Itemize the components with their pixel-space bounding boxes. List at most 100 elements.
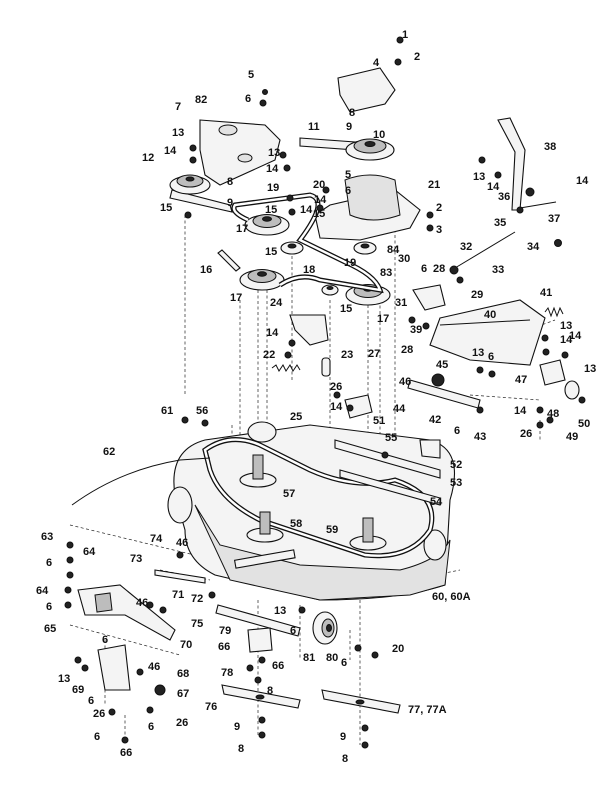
baffle-54 — [339, 469, 441, 506]
callout: 46 — [399, 376, 411, 388]
idler-pulley-84 — [353, 241, 377, 255]
callout: 54 — [430, 496, 443, 508]
callout: 52 — [450, 459, 462, 471]
callout: 15 — [265, 246, 277, 258]
callout: 10 — [373, 129, 385, 141]
callout: 13 — [472, 347, 484, 359]
callout: 58 — [290, 518, 302, 530]
callout: 14 — [330, 401, 343, 413]
callout: 14 — [560, 334, 573, 346]
callout: 13 — [172, 127, 184, 139]
callout: 15 — [160, 202, 172, 214]
callout: 28 — [433, 263, 445, 275]
callout: 19 — [344, 257, 356, 269]
callout: 6 — [421, 263, 427, 275]
callout: 12 — [142, 152, 154, 164]
callout: 81 — [303, 652, 315, 664]
wheel-49 — [564, 380, 580, 400]
lift-frame-40 — [429, 299, 546, 366]
callout: 6 — [102, 634, 108, 646]
callout: 32 — [460, 241, 472, 253]
hanger-assembly-70 — [77, 584, 176, 641]
callout: 2 — [414, 51, 420, 63]
callout: 8 — [267, 685, 273, 697]
callout: 4 — [373, 57, 380, 69]
callout: 71 — [172, 589, 184, 601]
callout: 25 — [290, 411, 302, 423]
callout: 67 — [177, 688, 189, 700]
callout: 49 — [566, 431, 578, 443]
bracket-69 — [97, 644, 131, 691]
callout: 13 — [58, 673, 70, 685]
callout: 26 — [330, 381, 342, 393]
callout: 31 — [395, 297, 407, 309]
callout: 43 — [474, 431, 486, 443]
callout: 60, 60A — [432, 591, 471, 603]
baffle-53 — [334, 439, 441, 479]
callout: 11 — [308, 121, 320, 133]
link-bar-16 — [217, 249, 241, 272]
gauge-wheel-81 — [312, 611, 338, 645]
callout: 55 — [385, 432, 397, 444]
callout: 66 — [218, 641, 230, 653]
callout: 14 — [266, 163, 279, 175]
callout: 14 — [487, 181, 500, 193]
callout: 20 — [392, 643, 404, 655]
link-73 — [154, 569, 206, 584]
callout: 13 — [268, 147, 280, 159]
callout: 17 — [230, 292, 242, 304]
callout: 7 — [175, 101, 181, 113]
callout: 21 — [428, 179, 440, 191]
callout: 8 — [227, 176, 233, 188]
callout: 6 — [245, 93, 251, 105]
callout: 13 — [473, 171, 485, 183]
idler-bracket-plate — [199, 119, 281, 186]
threaded-rod-35 — [519, 201, 557, 209]
callout: 44 — [393, 403, 406, 415]
callout: 56 — [196, 405, 208, 417]
callout: 41 — [540, 287, 552, 299]
callout: 6 — [345, 185, 351, 197]
callout: 36 — [498, 191, 510, 203]
callout: 40 — [484, 309, 496, 321]
callout: 14 — [300, 204, 313, 216]
callout: 3 — [436, 224, 442, 236]
callout: 69 — [72, 684, 84, 696]
bracket-52 — [419, 439, 441, 459]
callout: 8 — [349, 107, 355, 119]
callout: 72 — [191, 593, 203, 605]
callout: 15 — [313, 208, 325, 220]
callout: 6 — [341, 657, 347, 669]
callout: 38 — [544, 141, 556, 153]
spring-41 — [544, 306, 564, 318]
callout: 75 — [191, 618, 203, 630]
callout: 14 — [164, 145, 177, 157]
callout: 15 — [265, 204, 277, 216]
callout: 82 — [195, 94, 207, 106]
callout: 5 — [345, 169, 351, 181]
callout: 62 — [103, 446, 115, 458]
callout: 8 — [342, 753, 348, 765]
callout: 57 — [283, 488, 295, 500]
callout: 78 — [221, 667, 233, 679]
callout: 66 — [272, 660, 284, 672]
callout: 2 — [436, 202, 442, 214]
callout: 6 — [88, 695, 94, 707]
pulley-cover-plate — [314, 174, 421, 241]
callout: 45 — [436, 359, 448, 371]
bracket-51 — [344, 394, 373, 419]
callout: 9 — [346, 121, 352, 133]
callout: 14 — [266, 327, 279, 339]
callout-labels: 1 2 4 5 6 82 7 8 9 10 11 13 14 12 8 9 13… — [36, 29, 596, 765]
spindle-housing-79 — [247, 627, 273, 653]
callout: 26 — [176, 717, 188, 729]
callout: 13 — [560, 320, 572, 332]
lift-bar-42 — [407, 379, 481, 409]
callout: 17 — [236, 223, 248, 235]
callout: 1 — [402, 29, 408, 41]
callout: 15 — [340, 303, 352, 315]
callout: 83 — [380, 267, 392, 279]
callout: 47 — [515, 374, 527, 386]
callout: 76 — [205, 701, 217, 713]
